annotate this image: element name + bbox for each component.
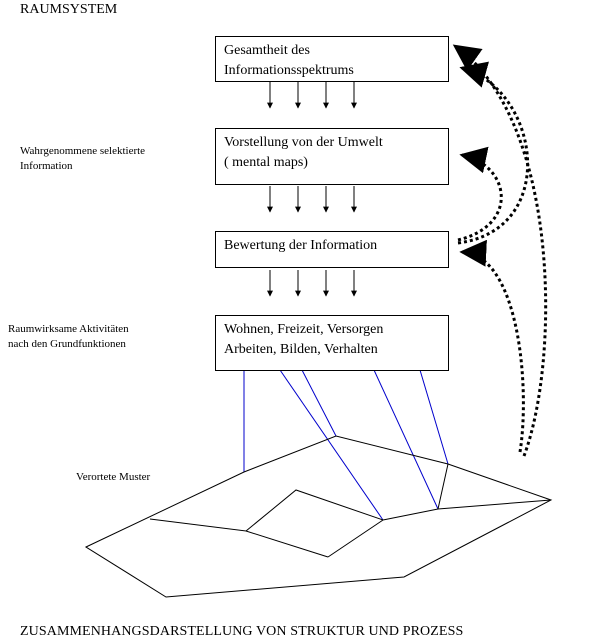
flow-arrows-1 <box>267 82 357 109</box>
flow-arrows-3 <box>267 270 357 297</box>
activity-connectors <box>243 369 449 521</box>
pattern-label: Verortete Muster <box>76 471 151 483</box>
diagram-caption: ZUSAMMENHANGSDARSTELLUNG VON STRUKTUR UN… <box>20 624 464 639</box>
evaluation-box: Bewertung der Information <box>215 231 449 268</box>
spatial-pattern-map <box>84 435 553 598</box>
feedback-arrows <box>452 44 548 457</box>
information-spectrum-box: Gesamtheit des Informationsspektrums <box>215 36 449 82</box>
basic-functions-box: Wohnen, Freizeit, Versorgen Arbeiten, Bi… <box>215 315 449 371</box>
activities-label: Raumwirksame Aktivitäten nach den Grundf… <box>8 323 129 350</box>
perception-label: Wahrgenommene selektierte Information <box>20 145 146 172</box>
diagram-title: RAUMSYSTEM <box>20 2 118 17</box>
mental-map-box: Vorstellung von der Umwelt ( mental maps… <box>215 128 449 185</box>
flow-arrows-2 <box>267 186 357 213</box>
